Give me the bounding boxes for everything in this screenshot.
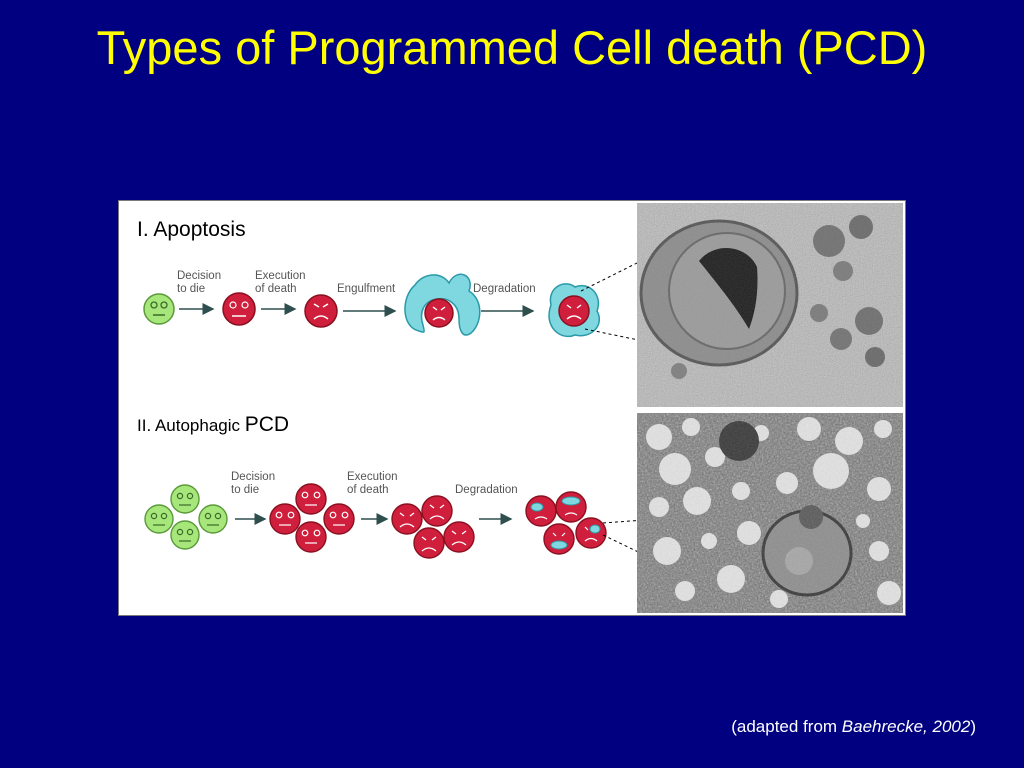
autophagic-decision-label-2: to die <box>231 484 259 496</box>
citation-author: Baehrecke, 2002 <box>841 717 971 736</box>
autophagic-executed-cluster <box>391 495 475 559</box>
apoptosis-decision-label-2: to die <box>177 283 205 295</box>
apoptosis-execution-label-1: Execution <box>255 270 306 282</box>
autophagic-degraded-cluster <box>525 491 607 555</box>
autophagic-heading-suffix: PCD <box>245 413 289 436</box>
citation-prefix: (adapted from <box>731 717 842 736</box>
autophagic-micrograph <box>637 413 903 613</box>
apoptosis-healthy-cell <box>143 293 175 325</box>
autophagic-heading-prefix: II. Autophagic <box>137 416 245 435</box>
pcd-diagram: I. Apoptosis Decision to die Execution o… <box>137 203 903 614</box>
apoptosis-dying-cell <box>222 292 256 326</box>
slide-title: Types of Programmed Cell death (PCD) <box>96 21 928 74</box>
apoptosis-degradation-label: Degradation <box>473 283 536 295</box>
apoptosis-decision-label-1: Decision <box>177 270 221 282</box>
autophagic-degradation-label: Degradation <box>455 484 518 496</box>
citation-suffix: ) <box>970 717 976 736</box>
pcd-figure: I. Apoptosis Decision to die Execution o… <box>118 200 906 616</box>
autophagic-decision-label-1: Decision <box>231 471 275 483</box>
autophagic-heading: II. Autophagic PCD <box>137 413 289 436</box>
autophagic-execution-label-1: Execution <box>347 471 398 483</box>
apoptosis-degraded-cell <box>548 283 600 338</box>
autophagic-dying-cluster <box>269 483 355 553</box>
citation: (adapted from Baehrecke, 2002) <box>731 717 976 737</box>
apoptosis-micrograph <box>637 203 903 407</box>
apoptosis-execution-label-2: of death <box>255 283 297 295</box>
apoptosis-heading: I. Apoptosis <box>137 218 246 241</box>
apoptosis-engulfment-label: Engulfment <box>337 283 396 295</box>
apoptosis-engulfment-cell <box>404 273 481 336</box>
apoptosis-executed-cell <box>304 294 338 328</box>
autophagic-healthy-cluster <box>144 484 228 550</box>
autophagic-execution-label-2: of death <box>347 484 389 496</box>
